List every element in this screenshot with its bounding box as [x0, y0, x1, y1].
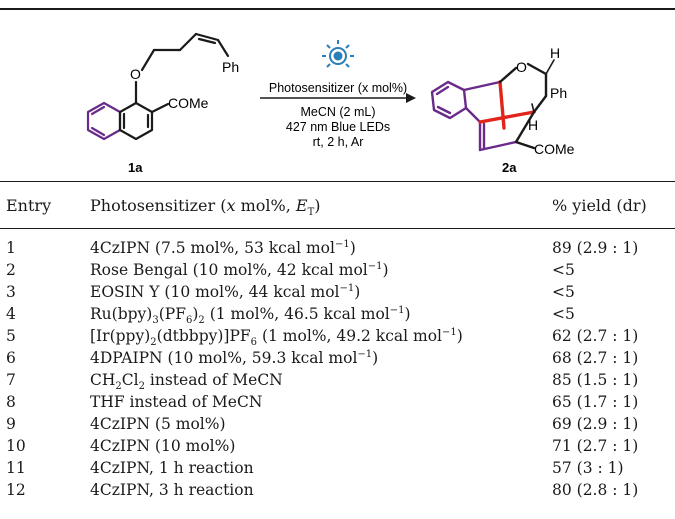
light-bulb-icon: [322, 40, 354, 68]
cell-entry: 4: [6, 305, 16, 323]
header-photosensitizer: Photosensitizer (x mol%, ET): [90, 196, 321, 219]
reactant-phenyl: Ph: [222, 59, 239, 75]
reactant-ketone: COMe: [168, 95, 209, 111]
cell-entry: 10: [6, 437, 26, 455]
cell-yield: <5: [552, 305, 575, 323]
cell-yield: 89 (2.9 : 1): [552, 239, 639, 257]
cell-entry: 3: [6, 283, 16, 301]
table-row: 7 CH2Cl2 instead of MeCN 85 (1.5 : 1): [0, 369, 675, 393]
cell-entry: 5: [6, 327, 16, 345]
cell-yield: 65 (1.7 : 1): [552, 393, 639, 411]
table-header: Entry Photosensitizer (x mol%, ET) % yie…: [0, 195, 675, 219]
product-structure: [430, 59, 555, 152]
cell-yield: <5: [552, 261, 575, 279]
product-oxygen: O: [516, 59, 527, 75]
top-rule: [0, 8, 675, 10]
cell-photosensitizer: 4CzIPN, 3 h reaction: [90, 481, 254, 499]
table-row: 1 4CzIPN (7.5 mol%, 53 kcal mol−1) 89 (2…: [0, 237, 675, 259]
cell-yield: 62 (2.7 : 1): [552, 327, 639, 345]
cell-photosensitizer: CH2Cl2 instead of MeCN: [90, 371, 283, 393]
cell-entry: 7: [6, 371, 16, 389]
product-phenyl: Ph: [550, 85, 567, 101]
product-label: 2a: [502, 160, 517, 175]
cell-entry: 1: [6, 239, 16, 257]
arrow-label: Photosensitizer (x mol%): [269, 81, 407, 95]
cell-photosensitizer: THF instead of MeCN: [90, 393, 263, 411]
cell-photosensitizer: [Ir(ppy)2(dtbbpy)]PF6 (1 mol%, 49.2 kcal…: [90, 326, 463, 349]
product-h-mid: H: [528, 117, 538, 133]
cell-yield: 85 (1.5 : 1): [552, 371, 639, 389]
cell-entry: 12: [6, 481, 26, 499]
cell-yield: 71 (2.7 : 1): [552, 437, 639, 455]
cell-photosensitizer: 4CzIPN, 1 h reaction: [90, 459, 254, 477]
reactant-structure: [86, 32, 230, 141]
cell-entry: 11: [6, 459, 26, 477]
table-row: 10 4CzIPN (10 mol%) 71 (2.7 : 1): [0, 435, 675, 457]
reactant-oxygen: O: [130, 66, 141, 82]
cell-photosensitizer: 4DPAIPN (10 mol%, 59.3 kcal mol−1): [90, 348, 379, 367]
condition-light: 427 nm Blue LEDs: [286, 120, 390, 134]
cell-yield: <5: [552, 283, 575, 301]
table-row: 2 Rose Bengal (10 mol%, 42 kcal mol−1) <…: [0, 259, 675, 281]
cell-photosensitizer: EOSIN Y (10 mol%, 44 kcal mol−1): [90, 282, 361, 301]
arrowhead: [406, 93, 416, 103]
reactant-label: 1a: [128, 160, 143, 175]
cell-yield: 57 (3 : 1): [552, 459, 624, 477]
condition-solvent: MeCN (2 mL): [300, 105, 375, 119]
cell-photosensitizer: 4CzIPN (10 mol%): [90, 437, 236, 455]
cell-entry: 6: [6, 349, 16, 367]
product-ketone: COMe: [534, 141, 575, 157]
cell-photosensitizer: Ru(bpy)3(PF6)2 (1 mol%, 46.5 kcal mol−1): [90, 304, 411, 327]
cell-yield: 68 (2.7 : 1): [552, 349, 639, 367]
cell-entry: 8: [6, 393, 16, 411]
cell-entry: 2: [6, 261, 16, 279]
reaction-scheme: O Ph COMe 1a Photosensitizer (x mol%) Me…: [86, 32, 575, 175]
product-h-top: H: [550, 45, 560, 61]
table-row: 3 EOSIN Y (10 mol%, 44 kcal mol−1) <5: [0, 281, 675, 303]
header-entry: Entry: [6, 196, 52, 215]
table-row: 4 Ru(bpy)3(PF6)2 (1 mol%, 46.5 kcal mol−…: [0, 303, 675, 327]
header-yield: % yield (dr): [552, 196, 647, 215]
cell-photosensitizer: Rose Bengal (10 mol%, 42 kcal mol−1): [90, 260, 389, 279]
cell-photosensitizer: 4CzIPN (5 mol%): [90, 415, 226, 433]
table-row: 11 4CzIPN, 1 h reaction 57 (3 : 1): [0, 457, 675, 479]
table-row: 8 THF instead of MeCN 65 (1.7 : 1): [0, 391, 675, 413]
scheme-rule: [0, 181, 675, 182]
header-rule: [0, 228, 675, 229]
table-row: 12 4CzIPN, 3 h reaction 80 (2.8 : 1): [0, 479, 675, 501]
table-row: 9 4CzIPN (5 mol%) 69 (2.9 : 1): [0, 413, 675, 435]
cell-entry: 9: [6, 415, 16, 433]
table-row: 5 [Ir(ppy)2(dtbbpy)]PF6 (1 mol%, 49.2 kc…: [0, 325, 675, 349]
condition-temp: rt, 2 h, Ar: [313, 135, 364, 149]
table-row: 6 4DPAIPN (10 mol%, 59.3 kcal mol−1) 68 …: [0, 347, 675, 369]
cell-photosensitizer: 4CzIPN (7.5 mol%, 53 kcal mol−1): [90, 238, 356, 257]
cell-yield: 69 (2.9 : 1): [552, 415, 639, 433]
cell-yield: 80 (2.8 : 1): [552, 481, 639, 499]
